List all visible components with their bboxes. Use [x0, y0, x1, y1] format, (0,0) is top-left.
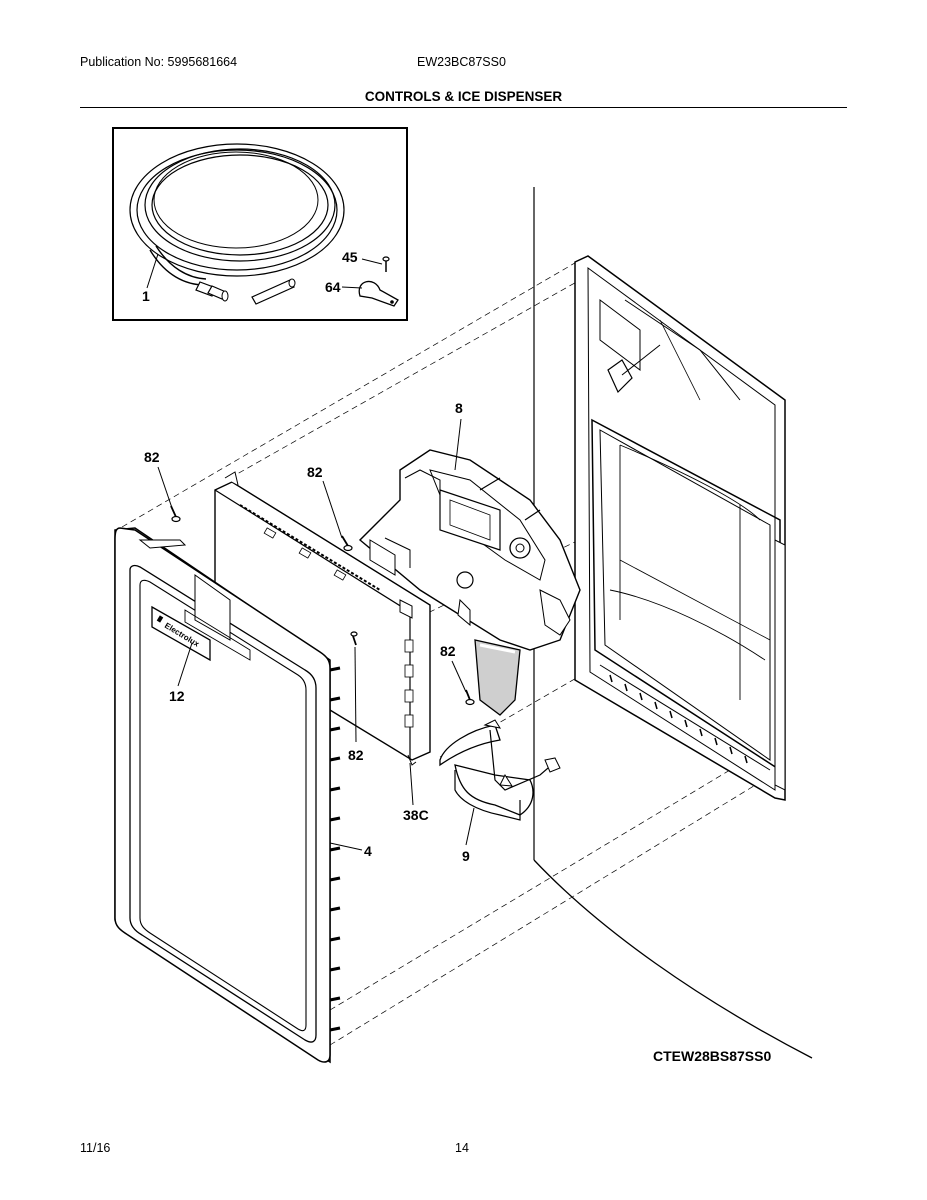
page-number: 14	[455, 1141, 469, 1155]
callout-4: 4	[364, 843, 372, 859]
callout-82-right: 82	[440, 643, 456, 659]
model-number: EW23BC87SS0	[417, 55, 506, 69]
inset-box: 1 45 64	[112, 127, 408, 321]
callout-45: 45	[342, 249, 358, 265]
leader-lines	[157, 418, 475, 851]
page-title: CONTROLS & ICE DISPENSER	[364, 89, 563, 104]
actuator-assembly-8	[358, 449, 581, 716]
callout-64: 64	[325, 279, 341, 295]
callout-8: 8	[455, 400, 463, 416]
footer-date: 11/16	[80, 1141, 111, 1155]
diagram-code: CTEW28BS87SS0	[653, 1048, 771, 1064]
clamp-64	[358, 280, 399, 307]
screw-45	[382, 256, 390, 272]
callout-9: 9	[462, 848, 470, 864]
callout-38c: 38C	[403, 807, 429, 823]
ice-chute-9	[439, 719, 561, 821]
callout-12: 12	[169, 688, 185, 704]
screws-82	[170, 505, 475, 706]
callout-82-top: 82	[307, 464, 323, 480]
publication-number: Publication No: 5995681664	[80, 55, 238, 69]
callout-82-bottom: 82	[348, 747, 364, 763]
dispenser-housing	[574, 255, 786, 801]
header-rule	[80, 107, 847, 108]
tube-end	[251, 278, 296, 305]
water-tube-coil	[129, 143, 345, 286]
callout-1: 1	[142, 288, 150, 304]
dispenser-panel-4	[114, 527, 341, 1064]
tube-fitting	[195, 281, 229, 302]
callout-82-left: 82	[144, 449, 160, 465]
